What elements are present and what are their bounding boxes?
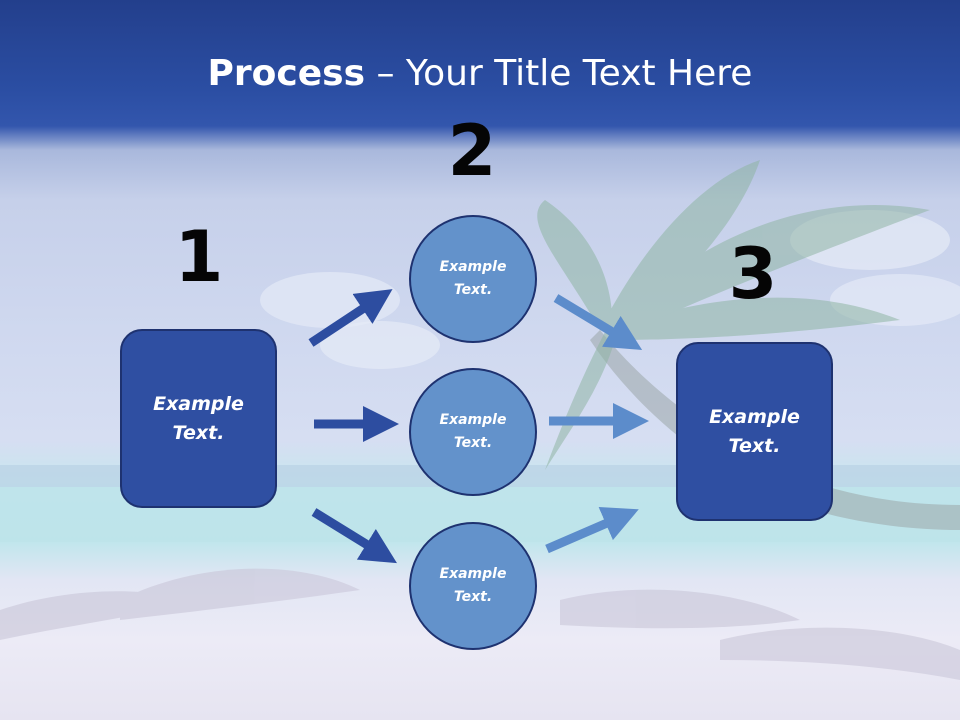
- step-2-circle-top: Example Text.: [409, 215, 537, 343]
- step-2-circle-bottom: Example Text.: [409, 522, 537, 650]
- step-2-circle-middle-text: Example Text.: [439, 412, 507, 451]
- step-3-box: Example Text.: [676, 342, 833, 521]
- step-2-circle-top-text: Example Text.: [439, 259, 507, 298]
- step-number-2: 2: [447, 110, 497, 192]
- step-number-1: 1: [174, 216, 224, 298]
- title-bold: Process: [207, 53, 366, 94]
- slide-title: Process – Your Title Text Here: [0, 52, 960, 96]
- step-1-text: Example Text.: [153, 392, 244, 444]
- step-2-circle-middle: Example Text.: [409, 368, 537, 496]
- step-1-box: Example Text.: [120, 329, 277, 508]
- step-2-circle-bottom-text: Example Text.: [439, 566, 507, 605]
- arrow-1-to-top: [308, 289, 393, 347]
- title-rest: – Your Title Text Here: [365, 53, 753, 94]
- step-number-3: 3: [728, 233, 778, 315]
- arrow-top-to-3: [553, 294, 643, 350]
- arrow-1-to-bottom: [311, 508, 397, 564]
- arrow-bottom-to-3: [545, 507, 639, 554]
- step-3-text: Example Text.: [709, 405, 800, 457]
